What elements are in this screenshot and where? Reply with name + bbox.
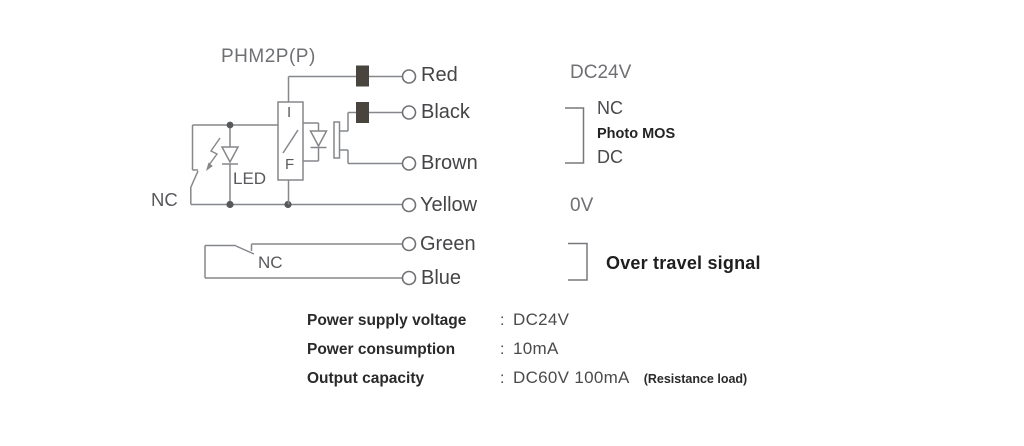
model-title: PHM2P(P): [221, 46, 316, 67]
led-label: LED: [233, 169, 267, 188]
left-loop-wires: [191, 124, 402, 206]
spec-colon: :: [500, 370, 505, 387]
wire-label-black: Black: [421, 101, 470, 123]
supply-voltage-label: DC24V: [570, 62, 632, 83]
over-travel-signal-label: Over travel signal: [606, 253, 761, 273]
output-bracket: [565, 107, 585, 164]
nc-contact-symbol: [189, 170, 199, 205]
light-arrow-icon: [206, 137, 221, 171]
over-travel-bracket: [568, 242, 588, 281]
output-dc-label: DC: [597, 147, 623, 167]
spec-row-power-supply: Power supply voltage : DC24V: [307, 310, 569, 330]
wire-label-red: Red: [421, 64, 458, 86]
spec-value: DC24V: [513, 310, 570, 329]
if-box: [277, 75, 402, 205]
output-nc-label: NC: [597, 98, 623, 118]
wire-label-brown: Brown: [421, 152, 478, 174]
spec-label: Power consumption: [307, 341, 456, 358]
nc-switch-label: NC: [258, 253, 283, 272]
wire-label-yellow: Yellow: [420, 194, 478, 216]
spec-value: DC60V 100mA: [513, 368, 630, 387]
spec-note: (Resistance load): [643, 372, 748, 386]
wire-label-green: Green: [420, 233, 476, 255]
spec-row-power-consumption: Power consumption : 10mA: [307, 339, 559, 359]
terminal-circles: [401, 69, 417, 286]
over-travel-switch-symbol: [204, 243, 402, 279]
ferrite-beads: [356, 65, 369, 123]
spec-colon: :: [500, 312, 505, 329]
spec-label: Power supply voltage: [307, 312, 467, 329]
output-type-label: Photo MOS: [597, 126, 676, 142]
spec-value: 10mA: [513, 339, 559, 358]
ground-label: 0V: [570, 195, 594, 216]
spec-label: Output capacity: [307, 370, 425, 387]
if-box-top-letter: I: [287, 104, 292, 121]
led-symbol: [220, 125, 240, 205]
spec-colon: :: [500, 341, 505, 358]
if-box-bottom-letter: F: [285, 156, 295, 173]
diode-symbol: [303, 122, 328, 162]
nc-input-label: NC: [151, 189, 178, 210]
spec-row-output-capacity: Output capacity : DC60V 100mA (Resistanc…: [307, 368, 747, 388]
wire-label-blue: Blue: [421, 267, 462, 289]
